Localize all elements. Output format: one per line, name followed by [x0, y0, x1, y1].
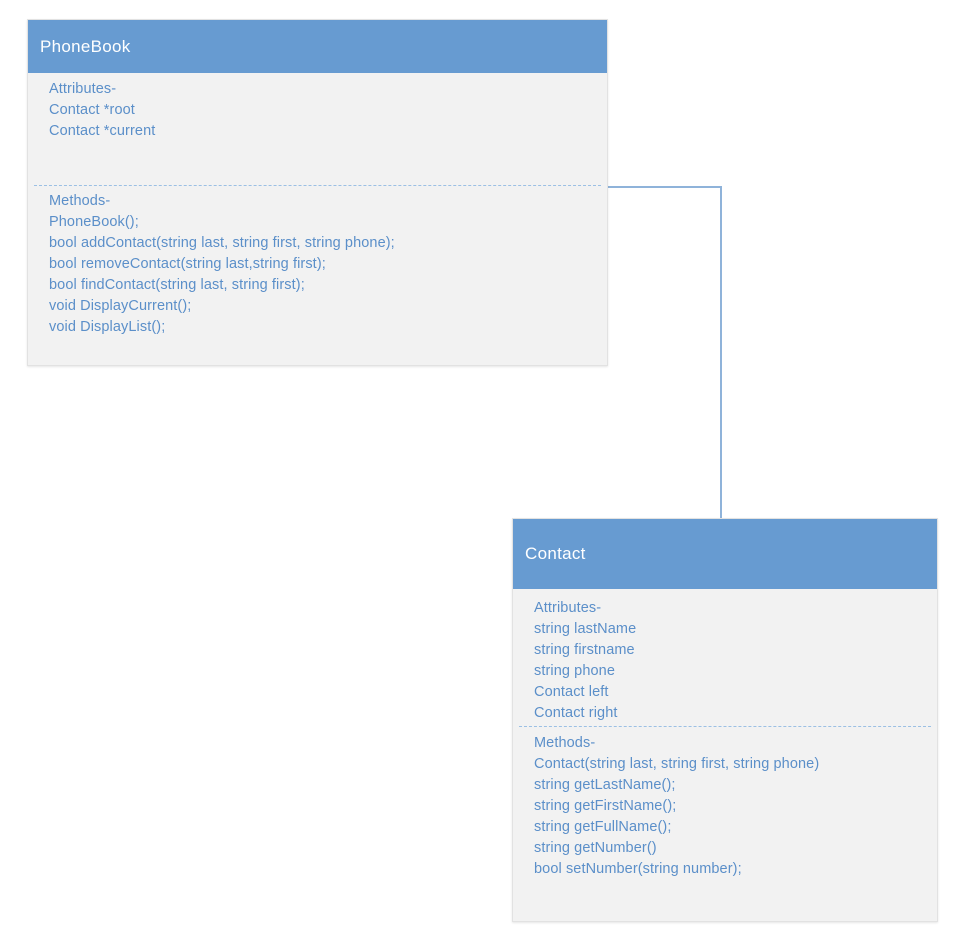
method-item: void DisplayCurrent();	[49, 298, 192, 314]
attributes-label: Attributes-	[534, 600, 602, 616]
methods-label: Methods-	[534, 735, 596, 751]
method-item: bool setNumber(string number);	[534, 861, 742, 877]
method-item: string getNumber()	[534, 840, 657, 856]
class-box-contact[interactable]: Contact Attributes- string lastName stri…	[512, 518, 938, 922]
attributes-compartment-phonebook: Attributes- Contact *root Contact *curre…	[28, 73, 607, 185]
method-item: void DisplayList();	[49, 319, 166, 335]
attribute-item: string lastName	[534, 621, 637, 637]
attribute-item: Contact *current	[49, 123, 156, 139]
methods-label: Methods-	[49, 193, 111, 209]
methods-compartment-contact: Methods- Contact(string last, string fir…	[513, 727, 937, 880]
attributes-label: Attributes-	[49, 81, 117, 97]
method-item: string getLastName();	[534, 777, 676, 793]
class-box-phonebook[interactable]: PhoneBook Attributes- Contact *root Cont…	[27, 19, 608, 366]
connector-vertical-segment[interactable]	[720, 186, 722, 519]
method-item: bool removeContact(string last,string fi…	[49, 256, 326, 272]
method-item: bool findContact(string last, string fir…	[49, 277, 305, 293]
method-item: bool addContact(string last, string firs…	[49, 235, 395, 251]
attribute-item: Contact right	[534, 705, 618, 721]
methods-compartment-phonebook: Methods- PhoneBook(); bool addContact(st…	[28, 186, 607, 338]
attribute-item: Contact *root	[49, 102, 135, 118]
compartment-divider-contact	[519, 726, 931, 727]
attribute-item: string phone	[534, 663, 616, 679]
method-item: string getFullName();	[534, 819, 672, 835]
attributes-compartment-contact: Attributes- string lastName string first…	[513, 589, 937, 726]
compartment-divider-phonebook	[34, 185, 601, 186]
method-item: string getFirstName();	[534, 798, 677, 814]
attribute-item: string firstname	[534, 642, 635, 658]
class-name-contact: Contact	[513, 519, 937, 589]
method-item: Contact(string last, string first, strin…	[534, 756, 820, 772]
class-name-phonebook: PhoneBook	[28, 20, 607, 73]
connector-horizontal-segment[interactable]	[606, 186, 722, 188]
attribute-item: Contact left	[534, 684, 609, 700]
method-item: PhoneBook();	[49, 214, 139, 230]
